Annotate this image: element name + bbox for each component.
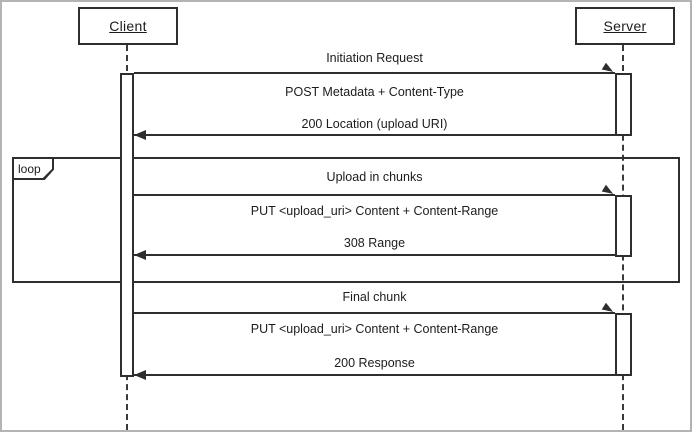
actor-label-server: Server [603, 18, 647, 34]
section2-response-label: 308 Range [343, 236, 406, 250]
section1-request-label: POST Metadata + Content-Type [285, 85, 464, 99]
section1-request-line [134, 72, 615, 74]
section3-response-arrowhead-icon [134, 370, 146, 380]
server-activation-loop [615, 195, 632, 257]
server-activation-final [615, 313, 632, 376]
section2-request-label: PUT <upload_uri> Content + Content-Range [250, 204, 499, 218]
section3-response-label: 200 Response [334, 356, 415, 370]
section2-request-line [134, 194, 615, 196]
loop-fragment-tab: loop [12, 157, 54, 180]
section1-title: Initiation Request [326, 51, 423, 65]
section3-response-line [134, 374, 615, 376]
loop-fragment-tab-inner: loop [14, 159, 52, 178]
section3-request-line [134, 312, 615, 314]
section1-response-label: 200 Location (upload URI) [301, 117, 448, 131]
server-activation-initiation [615, 73, 632, 136]
section2-response-line [134, 254, 615, 256]
section3-request-label: PUT <upload_uri> Content + Content-Range [250, 322, 499, 336]
actor-label-client: Client [109, 18, 147, 34]
section2-title: Upload in chunks [326, 170, 423, 184]
section1-response-line [134, 134, 615, 136]
client-activation-bar [120, 73, 134, 377]
section3-title: Final chunk [342, 290, 407, 304]
loop-fragment-box [12, 157, 680, 283]
section1-response-arrowhead-icon [134, 130, 146, 140]
section2-response-arrowhead-icon [134, 250, 146, 260]
actor-box-server: Server [575, 7, 675, 45]
loop-fragment-label: loop [18, 161, 41, 176]
actor-box-client: Client [78, 7, 178, 45]
